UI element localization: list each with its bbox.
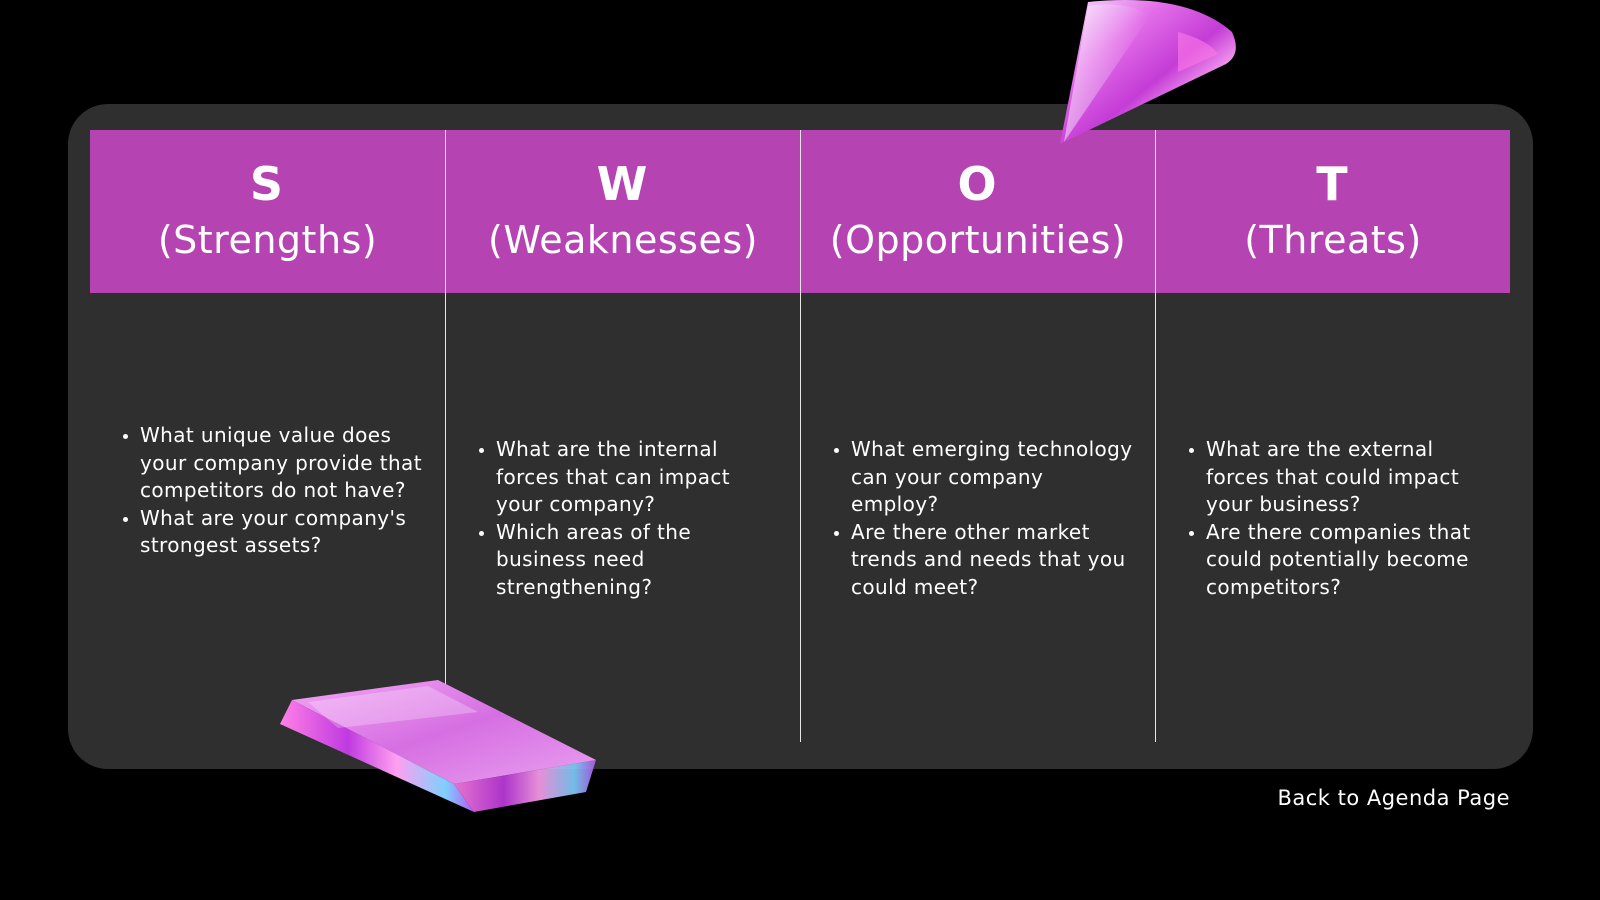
decorative-cone-shape: [1060, 0, 1236, 144]
swot-letter: W: [596, 157, 650, 211]
swot-grid: S (Strengths) What unique value does you…: [90, 130, 1510, 742]
swot-bullet: What emerging technology can your compan…: [834, 436, 1135, 519]
swot-column-threats: T (Threats) What are the external forces…: [1155, 130, 1510, 742]
swot-header-opportunities: O (Opportunities): [801, 130, 1155, 293]
swot-bullet: What are the external forces that could …: [1189, 436, 1490, 519]
swot-bullet: Are there companies that could potential…: [1189, 519, 1490, 602]
swot-title: (Weaknesses): [488, 218, 758, 262]
swot-letter: T: [1316, 157, 1350, 211]
swot-title: (Opportunities): [829, 218, 1127, 262]
swot-bullet: Are there other market trends and needs …: [834, 519, 1135, 602]
swot-letter: O: [957, 157, 999, 211]
swot-header-strengths: S (Strengths): [90, 130, 445, 293]
swot-bullet: What are the internal forces that can im…: [479, 436, 780, 519]
swot-bullet: Which areas of the business need strengt…: [479, 519, 780, 602]
swot-header-threats: T (Threats): [1156, 130, 1510, 293]
back-to-agenda-link[interactable]: Back to Agenda Page: [1277, 786, 1510, 810]
swot-bullet: What are your company's strongest assets…: [123, 505, 425, 560]
swot-bullet: What unique value does your company prov…: [123, 422, 425, 505]
decorative-prism-shape: [280, 680, 596, 812]
swot-bullet-list: What emerging technology can your compan…: [831, 436, 1135, 601]
swot-column-strengths: S (Strengths) What unique value does you…: [90, 130, 445, 742]
swot-bullet-list: What are the external forces that could …: [1186, 436, 1490, 601]
swot-column-weaknesses: W (Weaknesses) What are the internal for…: [445, 130, 800, 742]
swot-bullet-list: What unique value does your company prov…: [120, 422, 425, 560]
swot-bullet-list: What are the internal forces that can im…: [476, 436, 780, 601]
swot-header-weaknesses: W (Weaknesses): [446, 130, 800, 293]
swot-title: (Strengths): [157, 218, 378, 262]
swot-column-opportunities: O (Opportunities) What emerging technolo…: [800, 130, 1155, 742]
swot-letter: S: [249, 157, 286, 211]
swot-title: (Threats): [1244, 218, 1422, 262]
